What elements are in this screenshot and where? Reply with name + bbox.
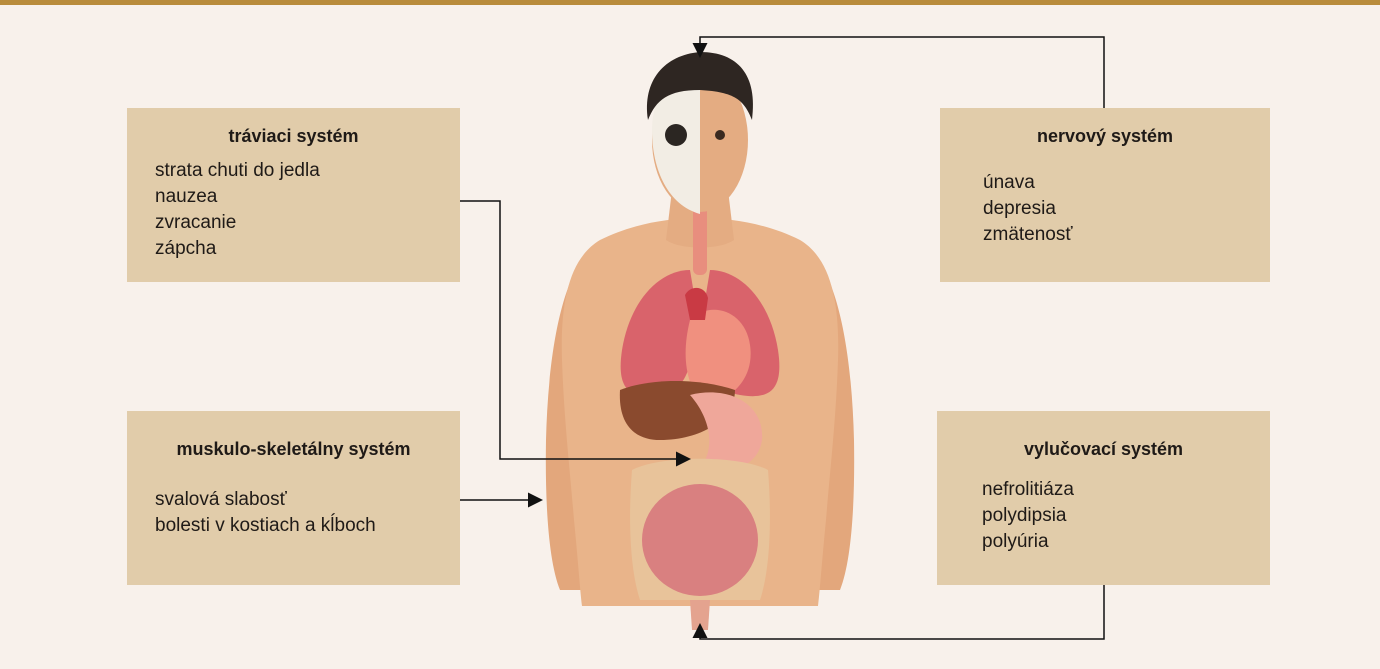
digestive-system-title: tráviaci systém: [127, 126, 460, 147]
excretory-system-title: vylučovací systém: [937, 439, 1270, 460]
musculoskeletal-system-title: muskulo-skeletálny systém: [127, 439, 460, 460]
digestive-system-box: tráviaci systém strata chuti do jedla na…: [127, 108, 460, 282]
list-item: nefrolitiáza: [982, 477, 1074, 503]
excretory-symptoms-list: nefrolitiáza polydipsia polyúria: [982, 477, 1074, 555]
arrow-excretory: [700, 585, 1104, 639]
nervous-symptoms-list: únava depresia zmätenosť: [983, 170, 1073, 248]
list-item: polyúria: [982, 529, 1074, 555]
list-item: zápcha: [155, 236, 320, 262]
list-item: únava: [983, 170, 1073, 196]
list-item: bolesti v kostiach a kĺboch: [155, 513, 376, 539]
arrow-digestive: [460, 201, 688, 459]
list-item: strata chuti do jedla: [155, 158, 320, 184]
list-item: zvracanie: [155, 210, 320, 236]
nervous-system-title: nervový systém: [940, 126, 1270, 147]
excretory-system-box: vylučovací systém nefrolitiáza polydipsi…: [937, 411, 1270, 585]
musculoskeletal-symptoms-list: svalová slabosť bolesti v kostiach a kĺb…: [155, 487, 376, 539]
arrow-nervous: [700, 37, 1104, 108]
musculoskeletal-system-box: muskulo-skeletálny systém svalová slabos…: [127, 411, 460, 585]
nervous-system-box: nervový systém únava depresia zmätenosť: [940, 108, 1270, 282]
list-item: zmätenosť: [983, 222, 1073, 248]
list-item: depresia: [983, 196, 1073, 222]
list-item: polydipsia: [982, 503, 1074, 529]
list-item: nauzea: [155, 184, 320, 210]
digestive-symptoms-list: strata chuti do jedla nauzea zvracanie z…: [155, 158, 320, 262]
list-item: svalová slabosť: [155, 487, 376, 513]
